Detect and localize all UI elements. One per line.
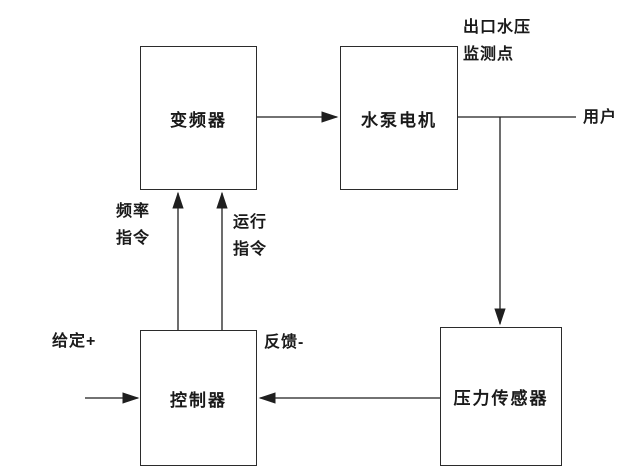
controller-block: 控制器: [140, 330, 257, 466]
inverter-label: 变频器: [170, 110, 227, 130]
outlet-pressure-monitor-label: 出口水压 监测点: [463, 19, 532, 64]
feedback-label: 反馈-: [264, 334, 305, 351]
user-label: 用户: [583, 109, 618, 126]
pressure-sensor-label: 压力传感器: [453, 389, 549, 408]
inverter-block: 变频器: [140, 46, 257, 190]
pressure-sensor-block: 压力传感器: [440, 327, 562, 466]
frequency-command-label: 频率 指令: [116, 203, 151, 248]
pump-motor-label: 水泵电机: [361, 110, 437, 130]
setpoint-label: 给定+: [52, 333, 97, 350]
pump-motor-block: 水泵电机: [340, 46, 458, 190]
controller-label: 控制器: [170, 390, 227, 410]
run-command-label: 运行 指令: [233, 214, 268, 259]
